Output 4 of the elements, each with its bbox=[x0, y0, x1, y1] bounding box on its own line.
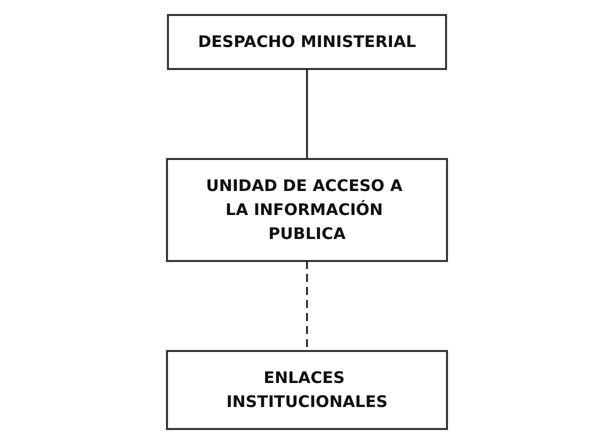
node-box: ENLACES INSTITUCIONALES bbox=[166, 350, 448, 430]
connector bbox=[306, 69, 308, 159]
node-box: DESPACHO MINISTERIAL bbox=[166, 14, 447, 70]
node-box: UNIDAD DE ACCESO A LA INFORMACIÓN PUBLICA bbox=[166, 158, 448, 262]
